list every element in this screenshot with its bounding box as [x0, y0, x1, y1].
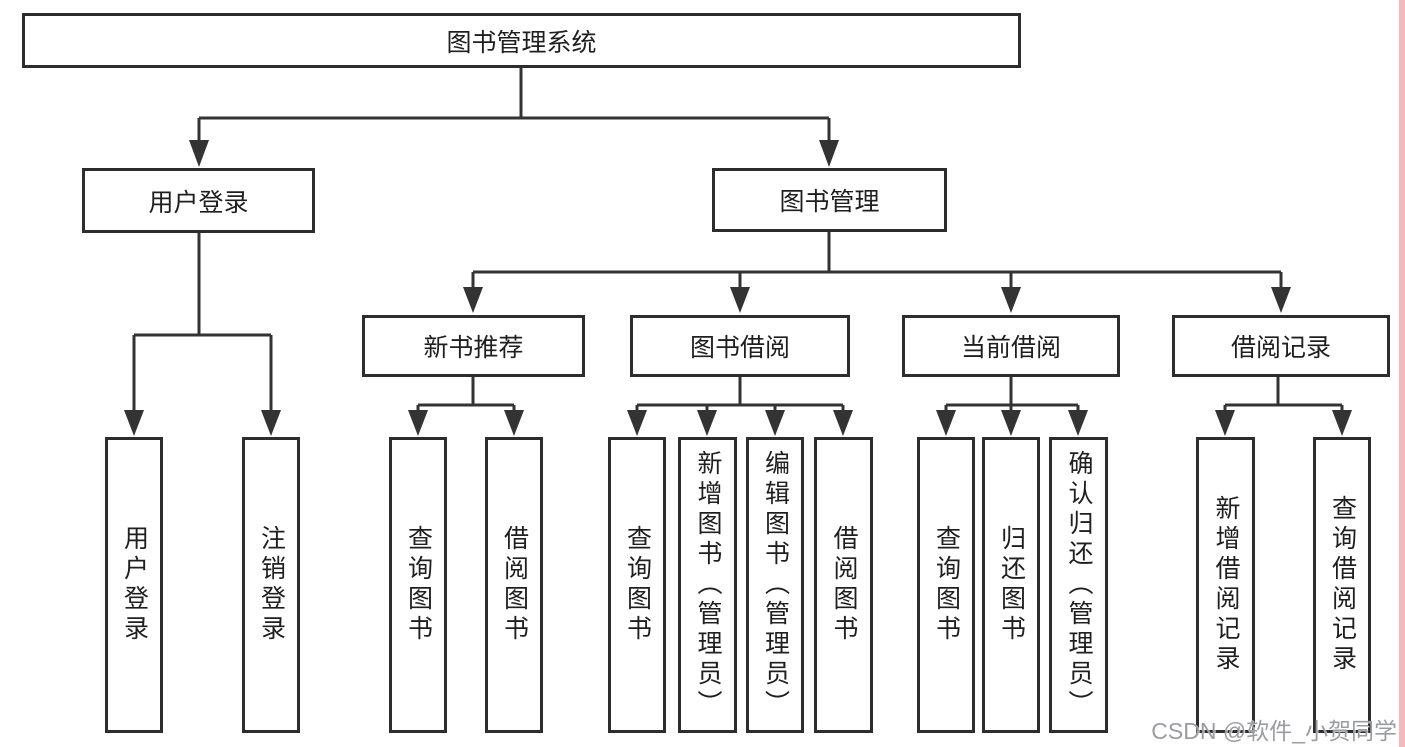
- leaf-user-login: 用户登录: [105, 437, 163, 733]
- leaf-borrow-books: 借阅图书: [814, 437, 873, 733]
- leaf-label: 借阅图书: [500, 525, 529, 645]
- leaf-label: 新增借阅记录: [1212, 495, 1240, 675]
- leaf-label: 查询图书: [404, 525, 433, 645]
- leaf-label: 编辑图书（管理员）: [761, 450, 790, 720]
- node-book-borrow-label: 图书借阅: [689, 334, 790, 362]
- node-book-borrow: 图书借阅: [630, 315, 850, 377]
- node-user-login-label: 用户登录: [148, 188, 249, 217]
- node-book-management-label: 图书管理: [779, 188, 880, 216]
- leaf-label: 注销登录: [257, 525, 286, 645]
- node-borrow-records-label: 借阅记录: [1230, 334, 1331, 362]
- leaf-label: 查询图书: [623, 525, 652, 645]
- leaf-label: 归还图书: [997, 525, 1026, 645]
- leaf-return-books: 归还图书: [982, 437, 1040, 733]
- node-user-login: 用户登录: [82, 168, 315, 233]
- node-current-borrow: 当前借阅: [902, 315, 1120, 377]
- leaf-label: 确认归还（管理员）: [1065, 450, 1093, 720]
- leaf-label: 用户登录: [120, 525, 149, 645]
- arrowheads: [124, 140, 1352, 436]
- node-book-management: 图书管理: [712, 168, 947, 232]
- leaf-add-borrow-record: 新增借阅记录: [1196, 437, 1255, 733]
- leaf-borrow-books-recommend: 借阅图书: [485, 437, 543, 733]
- node-borrow-records: 借阅记录: [1172, 315, 1390, 377]
- leaf-confirm-return-admin: 确认归还（管理员）: [1049, 437, 1108, 733]
- connector-lines: [132, 68, 1344, 412]
- leaf-label: 查询图书: [932, 525, 961, 645]
- leaf-query-borrow-record: 查询借阅记录: [1313, 437, 1371, 733]
- node-root-label: 图书管理系统: [446, 28, 597, 57]
- leaf-edit-books-admin: 编辑图书（管理员）: [746, 437, 804, 733]
- leaf-label: 新增图书（管理员）: [694, 450, 722, 720]
- leaf-logout: 注销登录: [242, 437, 300, 733]
- leaf-query-books-borrow: 查询图书: [608, 437, 666, 733]
- leaf-label: 查询借阅记录: [1328, 495, 1357, 675]
- node-current-borrow-label: 当前借阅: [960, 334, 1061, 362]
- csdn-watermark: CSDN @软件_小贺同学: [1151, 718, 1397, 744]
- right-edge-strip: [1399, 0, 1405, 747]
- node-new-book-recommend: 新书推荐: [362, 315, 585, 377]
- leaf-label: 借阅图书: [830, 525, 858, 645]
- leaf-query-books-recommend: 查询图书: [389, 437, 447, 733]
- leaf-add-books-admin: 新增图书（管理员）: [678, 437, 737, 733]
- leaf-query-books-current: 查询图书: [917, 437, 975, 733]
- node-root: 图书管理系统: [22, 13, 1021, 68]
- node-new-book-recommend-label: 新书推荐: [423, 334, 524, 362]
